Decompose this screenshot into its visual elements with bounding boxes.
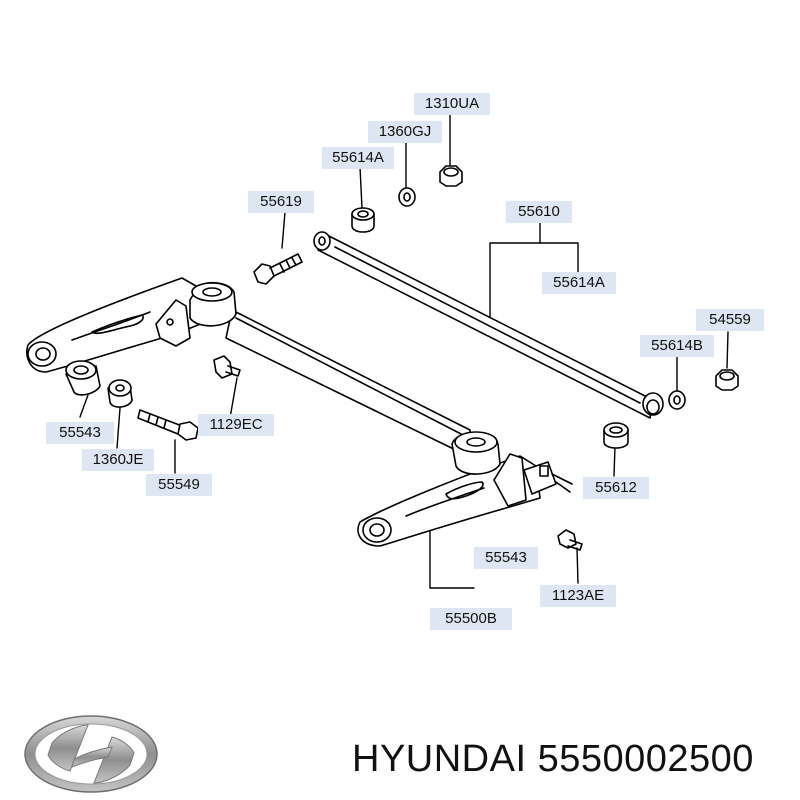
label-55614A-right: 55614A xyxy=(542,272,616,294)
label-55612: 55612 xyxy=(583,477,649,499)
label-55614B: 55614B xyxy=(640,335,714,357)
label-1310UA: 1310UA xyxy=(414,93,490,115)
lateral-rod-55610 xyxy=(313,231,664,419)
label-55610: 55610 xyxy=(506,201,572,223)
label-55543-bottom: 55543 xyxy=(474,547,538,569)
hyundai-logo-icon xyxy=(24,715,158,793)
label-1360JE: 1360JE xyxy=(82,449,154,471)
hardware-parts xyxy=(65,165,739,551)
label-55614A-top: 55614A xyxy=(322,147,394,169)
leader-lines xyxy=(79,114,729,589)
axle-beam-55500B xyxy=(26,277,573,547)
label-1129EC: 1129EC xyxy=(198,414,274,436)
label-1123AE: 1123AE xyxy=(540,585,616,607)
brand-part-number: HYUNDAI 5550002500 xyxy=(352,738,754,780)
label-55500B: 55500B xyxy=(430,608,512,630)
label-55549: 55549 xyxy=(146,474,212,496)
label-54559: 54559 xyxy=(696,309,764,331)
label-1360GJ: 1360GJ xyxy=(368,121,442,143)
label-55543-left: 55543 xyxy=(46,422,114,444)
label-55619: 55619 xyxy=(248,191,314,213)
